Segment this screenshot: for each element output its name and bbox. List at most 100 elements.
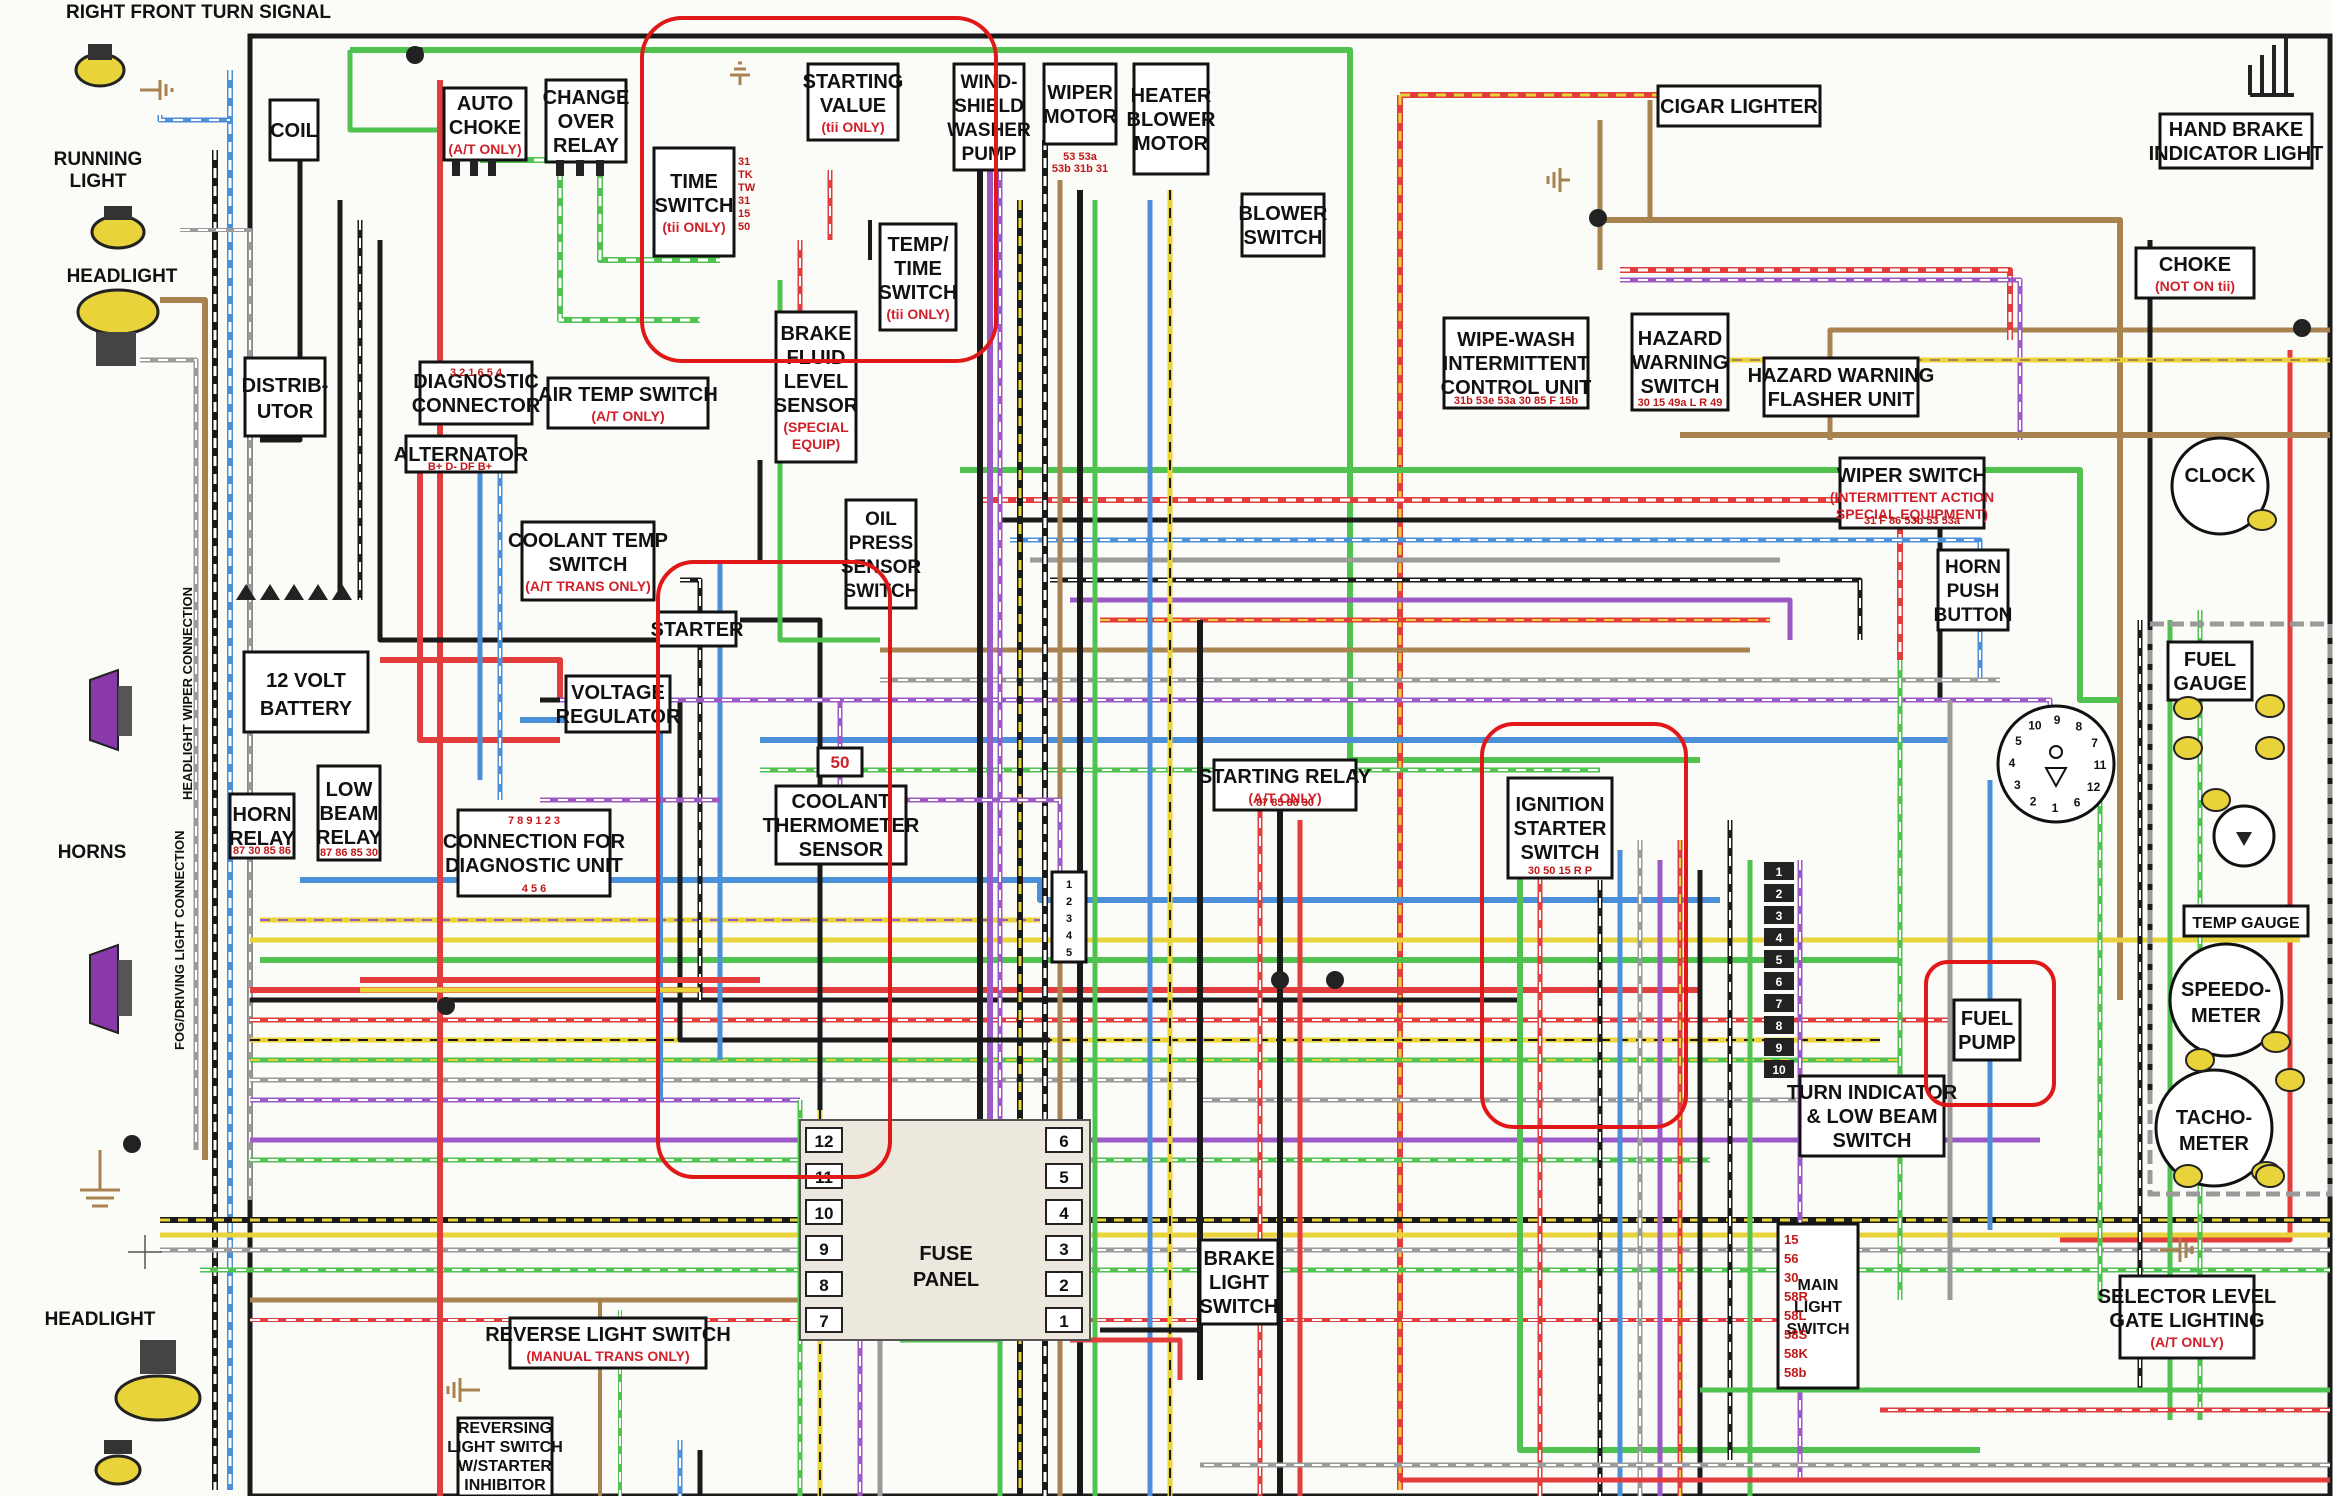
ignition-starter-switch-pins: 30 50 15 R P xyxy=(1528,865,1592,877)
connection-diagnostic-unit-pins-top: 7 8 9 1 2 3 xyxy=(508,815,560,827)
svg-text:7: 7 xyxy=(2091,736,2098,750)
junction-dot xyxy=(1271,971,1289,989)
coil-label: COIL xyxy=(270,120,318,142)
svg-text:7: 7 xyxy=(819,1312,828,1331)
svg-text:9: 9 xyxy=(819,1240,828,1259)
temp-gauge: TEMP GAUGE xyxy=(2182,904,2310,938)
indicator-lamp-8 xyxy=(2173,1164,2203,1188)
time-switch-group xyxy=(640,16,998,363)
fuse-left-9 xyxy=(805,1235,843,1261)
svg-text:3: 3 xyxy=(2014,778,2021,792)
svg-text:12: 12 xyxy=(2087,780,2101,794)
fuse-right-4 xyxy=(1045,1199,1083,1225)
hand-brake-switch-icon xyxy=(2248,35,2294,97)
fuse-right-1 xyxy=(1045,1307,1083,1333)
svg-text:6: 6 xyxy=(1059,1132,1068,1151)
svg-text:1: 1 xyxy=(1059,1312,1068,1331)
running-light-lamp xyxy=(90,206,146,250)
svg-text:2: 2 xyxy=(1059,1276,1068,1295)
wiper-switch-label: WIPER SWITCH xyxy=(1837,465,1987,487)
auto-choke-note: (A/T ONLY) xyxy=(448,141,521,157)
headlight-bottom-lamp xyxy=(94,1340,202,1486)
fuse-right-2 xyxy=(1045,1271,1083,1297)
choke-note: (NOT ON tii) xyxy=(2155,278,2235,294)
svg-text:8: 8 xyxy=(2076,719,2083,733)
distributor-label: DISTRIB-UTOR xyxy=(242,375,329,423)
svg-text:10: 10 xyxy=(1772,1063,1786,1077)
fuel-pump-group xyxy=(1924,960,2056,1107)
svg-text:5: 5 xyxy=(1776,953,1783,967)
starter: STARTER xyxy=(651,610,744,648)
reverse-light-switch-note: (MANUAL TRANS ONLY) xyxy=(526,1348,689,1364)
air-temp-switch-note: (A/T ONLY) xyxy=(591,408,664,424)
junction-dot xyxy=(1589,209,1607,227)
spark-plug-symbol xyxy=(308,584,328,600)
indicator-lamp-4 xyxy=(2173,696,2203,720)
air-temp-switch: AIR TEMP SWITCH(A/T ONLY) xyxy=(538,376,718,430)
svg-text:5: 5 xyxy=(2015,734,2022,748)
svg-text:8: 8 xyxy=(1776,1019,1783,1033)
time-switch-note: (tii ONLY) xyxy=(662,219,725,235)
junction-dot xyxy=(1326,971,1344,989)
reverse-light-switch-label: REVERSE LIGHT SWITCH xyxy=(485,1324,731,1346)
temp-gauge-needle xyxy=(2236,832,2252,846)
svg-text:5: 5 xyxy=(1059,1168,1068,1187)
indicator-lamp-3 xyxy=(2255,694,2285,718)
tachometer-label: TACHO-METER xyxy=(2176,1107,2252,1155)
svg-text:2: 2 xyxy=(1776,887,1783,901)
headlight-top-label: HEADLIGHT xyxy=(67,266,178,287)
fuse-left-7 xyxy=(805,1307,843,1333)
fuse-left-12 xyxy=(805,1127,843,1153)
hazard-warning-switch-pins: 30 15 49a L R 49 xyxy=(1638,397,1723,409)
svg-text:10: 10 xyxy=(815,1204,834,1223)
right-front-turn-signal-label: RIGHT FRONT TURN SIGNAL xyxy=(66,2,331,23)
speedometer: SPEEDO-METER xyxy=(2168,942,2291,1058)
svg-text:3: 3 xyxy=(1059,1240,1068,1259)
svg-text:11: 11 xyxy=(2094,758,2107,772)
svg-text:9: 9 xyxy=(2054,713,2061,727)
indicator-lamp-9 xyxy=(2255,1164,2285,1188)
fuse-left-8 xyxy=(805,1271,843,1297)
selector-level-gate-lighting-note: (A/T ONLY) xyxy=(2150,1334,2223,1350)
choke-label: CHOKE xyxy=(2159,254,2231,276)
temp-time-switch-note: (tii ONLY) xyxy=(886,306,949,322)
choke: CHOKE (NOT ON tii) xyxy=(2134,246,2256,300)
svg-text:6: 6 xyxy=(2074,796,2081,810)
starting-relay-pins: 87 85 86 30 xyxy=(1256,797,1314,809)
svg-text:3: 3 xyxy=(1776,909,1783,923)
horn-top-icon xyxy=(89,668,132,752)
